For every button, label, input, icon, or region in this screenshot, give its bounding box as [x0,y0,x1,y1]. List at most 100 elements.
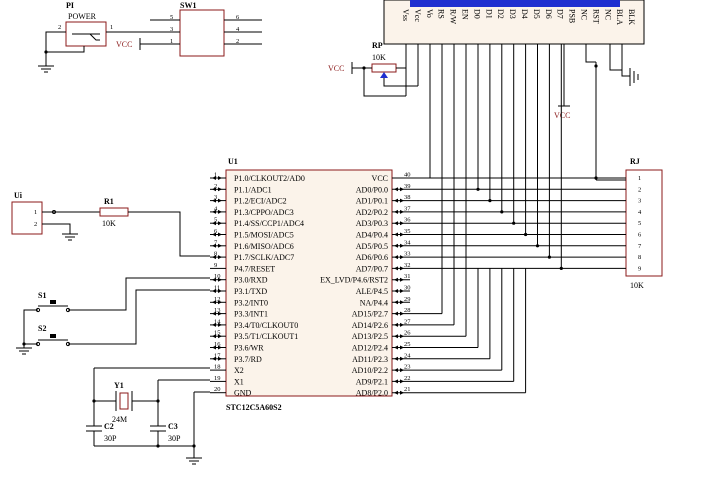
rp-ref: RP [372,41,383,50]
rj-pin-number: 8 [638,254,641,261]
mcu-pin-number: 29 [404,296,411,303]
lcd-pin-label: Vss [401,9,410,21]
mcu-pin-number: 34 [404,239,411,246]
mcu-pin-number: 10 [214,273,221,280]
mcu-pin-number: 36 [404,217,411,224]
mcu-pin-label: EX_LVD/P4.6/RST2 [320,276,388,285]
vcc-label-rp: VCC [328,64,344,73]
sw1-ref: SW1 [180,1,196,10]
mcu-pin-number: 15 [214,330,221,337]
u1-body [225,169,393,397]
rp-body [371,63,397,73]
mcu-pin-label: AD12/P2.4 [352,344,388,353]
button-s1: S1 [23,277,210,348]
mcu-pin-label: GND [234,389,252,398]
mcu-pin-number: 28 [404,307,411,314]
lcd-pin-label: RST [591,9,600,24]
ui-body [11,201,43,235]
rj-pin-number: 9 [638,265,641,272]
mcu-pin-label: AD6/P0.6 [356,253,388,262]
mcu-pin-label: P3.1/TXD [234,287,267,296]
r1-body [99,207,129,217]
power-name: POWER [68,12,97,21]
mcu-pin-number: 5 [214,217,217,224]
c2-ref: C2 [104,422,114,431]
rj-ref: RJ [630,157,640,166]
connector-ui: Ui 1 2 [11,191,100,241]
mcu-pin-label: P3.4/T0/CLKOUT0 [234,321,298,330]
vcc-label-psb: VCC [554,111,570,120]
mcu-pin-label: P4.7/RESET [234,264,275,273]
mcu-pin-number: 22 [404,375,411,382]
mcu-pin-label: AD1/P0.1 [356,197,388,206]
lcd-pin-label: NC [603,9,612,20]
mcu-pin-label: AD13/P2.5 [352,332,388,341]
mcu-pin-number: 6 [214,228,218,235]
mcu-pin-number: 37 [404,205,411,212]
mcu-pin-label: P3.5/T1/CLKOUT1 [234,332,298,341]
mcu-pin-number: 9 [214,262,217,269]
mcu-pin-label: AD4/P0.4 [356,231,388,240]
capacitor-c2: C2 30P [86,401,117,446]
mcu-pin-label: AD10/P2.2 [352,366,388,375]
mcu-pin-number: 18 [214,364,221,371]
vcc-label-sw1: VCC [116,40,132,49]
mcu-pin-number: 33 [404,251,411,258]
mcu-pin-number: 11 [214,285,220,292]
ui-pin1: 1 [34,209,37,216]
mcu-pin-number: 40 [404,172,411,179]
sw1-pin3: 3 [170,26,173,33]
c2-value: 30P [104,434,117,443]
mcu-pin-number: 1 [214,172,217,179]
mcu-pin-number: 30 [404,285,411,292]
power-pin1: 1 [110,24,113,31]
rj-pin-number: 2 [638,186,641,193]
lcd-pin-label: Vo [425,9,434,18]
power-body [65,21,107,47]
s1-ref: S1 [38,291,46,300]
mcu-pin-label: AD15/P2.7 [352,310,388,319]
lcd-pin-label: D0 [472,9,481,19]
mcu-pin-number: 13 [214,307,221,314]
mcu-pin-label: AD5/P0.5 [356,242,388,251]
mcu-pin-number: 2 [214,183,217,190]
mcu-pin-label: AD8/P2.0 [356,389,388,398]
power-jack: PI POWER 2 1 [38,1,150,73]
capacitor-c3: C3 30P [150,401,181,446]
lcd-wiring: VCC [405,44,639,180]
lcd-pin-label: D3 [508,9,517,19]
lcd-body [383,0,645,45]
ground-wiring-bottom [94,391,210,465]
mcu-pin-label: VCC [372,174,388,183]
sw1-pin5: 5 [170,14,173,21]
s2-ref: S2 [38,324,46,333]
power-ref: PI [66,1,74,10]
lcd-pin-label: BLA [615,9,624,25]
lcd-pin-label: D4 [520,9,529,19]
mcu-pin-label: X2 [234,366,244,375]
mcu-pin-number: 16 [214,341,221,348]
mcu-pin-label: P1.7/SCLK/ADC7 [234,253,294,262]
sw1-body [179,9,225,57]
mcu-pin-label: AD3/P0.3 [356,219,388,228]
mcu-pin-label: NA/P4.4 [360,298,388,307]
r1-ref: R1 [104,197,114,206]
mcu-pin-number: 8 [214,251,217,258]
lcd-pin-label: R/W [449,9,458,25]
ground-symbol [38,65,54,73]
mcu-pin-number: 32 [404,262,411,269]
power-pin2: 2 [58,24,61,31]
mcu-pin-number: 35 [404,228,411,235]
mcu-pin-number: 31 [404,273,411,280]
lcd-pin-label: Vcc [413,9,422,22]
lcd-pin-label: RS [437,9,446,19]
crystal-y1: Y1 24M [92,367,210,424]
mcu-pin-label: P1.1/ADC1 [234,185,272,194]
mcu-pin-number: 19 [214,375,221,382]
mcu-pin-label: AD11/P2.3 [352,355,388,364]
mcu-pin-label: ALE/P4.5 [356,287,388,296]
sw1-pin1: 1 [170,38,173,45]
